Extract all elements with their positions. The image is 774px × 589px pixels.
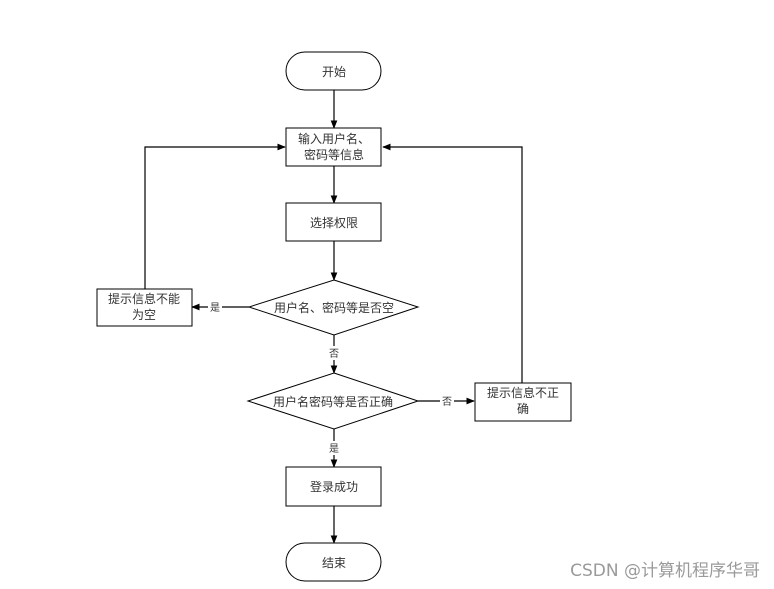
- node-wrong-msg: [474, 382, 572, 422]
- node-select-role-text: 选择权限: [310, 216, 358, 230]
- edge-label-no-correct: 否: [442, 396, 452, 408]
- node-check-empty-text: 用户名、密码等是否空: [274, 300, 394, 315]
- node-input: [285, 127, 382, 167]
- node-input-text-1: 输入用户名、: [298, 131, 370, 146]
- node-start-text: 开始: [322, 65, 346, 79]
- node-check-empty: [247, 279, 420, 336]
- node-check-correct-text: 用户名密码等是否正确: [273, 394, 393, 409]
- node-start: [285, 51, 382, 91]
- node-empty-msg-text-1: 提示信息不能: [108, 291, 180, 306]
- node-login-success-text: 登录成功: [310, 479, 358, 494]
- node-wrong-msg-text-1: 提示信息不正: [487, 385, 559, 400]
- node-end-text: 结束: [322, 556, 346, 570]
- edge-wrong-msg-back: [382, 143, 523, 383]
- edge-empty-msg-back: [144, 143, 286, 290]
- edge-label-no-empty: 否: [329, 348, 339, 360]
- node-wrong-msg-text-2: 确: [517, 402, 529, 416]
- node-select-role: [285, 202, 382, 242]
- node-empty-msg-text-2: 为空: [132, 308, 156, 322]
- node-empty-msg: [96, 288, 193, 327]
- node-login-success: [285, 466, 382, 507]
- node-check-correct: [246, 372, 420, 430]
- edge-label-yes-correct: 是: [329, 443, 339, 455]
- node-input-text-2: 密码等信息: [304, 147, 364, 162]
- watermark: CSDN @计算机程序华哥: [570, 561, 760, 581]
- edge-label-yes-empty: 是: [210, 302, 220, 314]
- node-end: [285, 542, 382, 582]
